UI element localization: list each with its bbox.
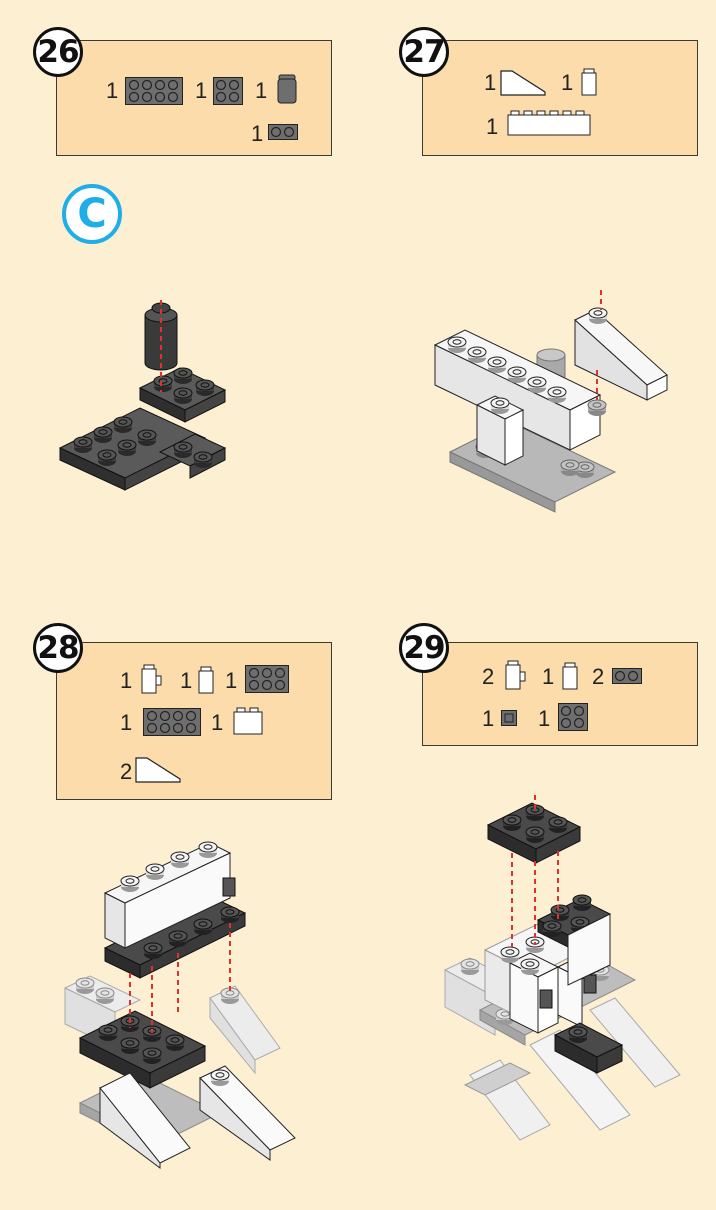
- white-brick-1x1-icon: [581, 68, 597, 96]
- white-brick-1x1-icon: [198, 666, 214, 694]
- step-28-badge: 28: [33, 623, 83, 673]
- step-27-parts-box: [422, 40, 698, 156]
- step-26-badge: 26: [33, 27, 83, 77]
- white-brick-side-stud-icon: [141, 664, 162, 694]
- step-27-assembly-illustration: [433, 290, 668, 513]
- step-26-part-qty: 1: [195, 78, 208, 103]
- step-28-part-qty: 2: [120, 759, 133, 784]
- white-slope-icon: [135, 757, 181, 783]
- dark-round-brick-icon: [277, 74, 297, 104]
- step-26-part-qty: 1: [255, 78, 268, 103]
- step-27-part-qty: 1: [484, 70, 497, 95]
- white-brick-side-stud-icon: [505, 660, 526, 690]
- step-29-part-qty: 1: [482, 706, 495, 731]
- step-28-part-qty: 1: [120, 710, 133, 735]
- step-28-part-qty: 1: [211, 710, 224, 735]
- step-28-part-qty: 1: [180, 668, 193, 693]
- step-26-part-qty: 1: [106, 78, 119, 103]
- dark-plate-2x2-icon: [213, 77, 243, 105]
- step-28-assembly-illustration: [63, 841, 296, 1169]
- step-28-part-qty: 1: [120, 668, 133, 693]
- white-brick-1x6-icon: [507, 110, 591, 136]
- step-27-part-qty: 1: [486, 114, 499, 139]
- step-29-part-qty: 2: [592, 664, 605, 689]
- step-27-part-qty: 1: [561, 70, 574, 95]
- step-29-part-qty: 1: [538, 706, 551, 731]
- dark-tile-1x1-icon: [501, 710, 517, 726]
- dark-plate-1x2-icon: [268, 124, 298, 140]
- dark-plate-1x2-icon: [612, 668, 642, 684]
- step-29-assembly-illustration: [443, 795, 681, 1141]
- dark-plate-2x4-icon: [143, 708, 201, 736]
- step-26-part-qty: 1: [251, 121, 264, 146]
- step-29-badge: 29: [399, 623, 449, 673]
- dark-plate-2x3-icon: [245, 665, 289, 693]
- step-27-badge: 27: [399, 27, 449, 77]
- white-brick-1x2-icon: [233, 707, 263, 735]
- step-29-part-qty: 1: [542, 664, 555, 689]
- dark-plate-2x2-icon: [558, 703, 588, 731]
- white-brick-1x1-icon: [562, 662, 578, 690]
- step-28-part-qty: 1: [225, 668, 238, 693]
- white-slope-icon: [500, 70, 546, 96]
- step-26-assembly-illustration: [58, 300, 227, 491]
- dark-plate-2x4-icon: [125, 77, 183, 105]
- step-29-part-qty: 2: [482, 664, 495, 689]
- section-c-badge: C: [62, 184, 122, 244]
